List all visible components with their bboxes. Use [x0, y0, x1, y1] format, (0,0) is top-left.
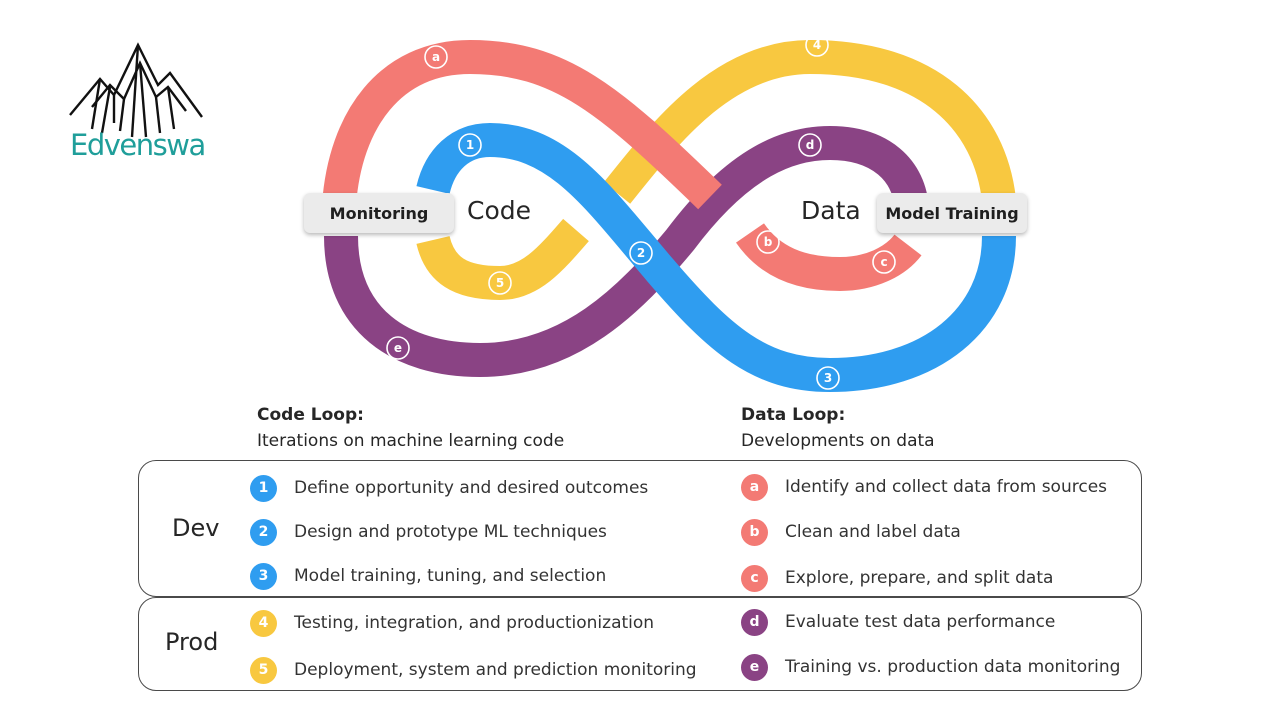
code-loop-heading: Code Loop: Iterations on machine learnin…: [257, 402, 564, 454]
yellow-inner-arc: [416, 218, 589, 301]
data-item-badge: e: [741, 653, 768, 681]
code-item-text: Design and prototype ML techniques: [294, 522, 607, 542]
data-loop-heading: Data Loop: Developments on data: [741, 402, 935, 454]
data-item: b Clean and label data: [741, 518, 961, 546]
data-item-badge: b: [741, 518, 768, 546]
data-item: a Identify and collect data from sources: [741, 473, 1107, 501]
prod-stage-box: [138, 597, 1142, 691]
data-loop-subtitle: Developments on data: [741, 431, 935, 451]
marker-4: 4: [813, 38, 821, 52]
marker-3: 3: [824, 371, 832, 385]
code-item-text: Define opportunity and desired outcomes: [294, 478, 649, 498]
data-item-badge: c: [741, 564, 768, 592]
data-item-badge: d: [741, 608, 768, 636]
marker-5: 5: [496, 276, 504, 290]
data-item: d Evaluate test data performance: [741, 608, 1055, 636]
code-item-badge: 5: [250, 656, 277, 684]
code-item: 2 Design and prototype ML techniques: [250, 518, 607, 546]
blue-code-arc: [416, 122, 1016, 393]
data-item-text: Evaluate test data performance: [785, 612, 1056, 632]
code-item-badge: 1: [250, 474, 277, 502]
marker-b: b: [764, 235, 773, 249]
marker-1: 1: [466, 138, 474, 152]
ml-lifecycle-infinity-diagram: a 1 d 4 b c 2 5 e 3: [322, 38, 1016, 393]
data-item: e Training vs. production data monitorin…: [741, 653, 1120, 681]
data-item-badge: a: [741, 473, 768, 501]
brand-name: Edvenswa: [70, 128, 206, 162]
code-item-badge: 3: [250, 562, 277, 590]
data-item: c Explore, prepare, and split data: [741, 564, 1053, 592]
data-item-text: Explore, prepare, and split data: [785, 568, 1054, 588]
code-word: Code: [467, 196, 532, 225]
marker-d: d: [806, 138, 815, 152]
code-item: 5 Deployment, system and prediction moni…: [250, 656, 697, 684]
dev-stage-box: [138, 460, 1142, 597]
code-item-badge: 4: [250, 609, 277, 637]
marker-2: 2: [637, 246, 645, 260]
coral-data-arc: [322, 39, 722, 210]
marker-a: a: [432, 50, 440, 64]
data-item-text: Training vs. production data monitoring: [785, 657, 1121, 677]
code-item-text: Model training, tuning, and selection: [294, 566, 607, 586]
code-item: 4 Testing, integration, and productioniz…: [250, 609, 654, 637]
code-loop-title: Code Loop:: [257, 405, 364, 425]
code-item: 1 Define opportunity and desired outcome…: [250, 474, 648, 502]
code-item-text: Testing, integration, and productionizat…: [294, 613, 655, 633]
monitoring-label: Monitoring: [304, 193, 454, 233]
code-item: 3 Model training, tuning, and selection: [250, 562, 606, 590]
data-loop-title: Data Loop:: [741, 405, 846, 425]
data-word: Data: [801, 196, 861, 225]
model-training-label: Model Training: [877, 193, 1027, 233]
code-item-text: Deployment, system and prediction monito…: [294, 660, 697, 680]
prod-label: Prod: [165, 628, 219, 656]
data-item-text: Clean and label data: [785, 522, 961, 542]
mountain-logo-icon: [69, 42, 203, 138]
code-loop-subtitle: Iterations on machine learning code: [257, 431, 565, 451]
dev-label: Dev: [172, 514, 220, 542]
marker-e: e: [394, 341, 402, 355]
data-item-text: Identify and collect data from sources: [785, 477, 1108, 497]
code-item-badge: 2: [250, 518, 277, 546]
marker-c: c: [880, 255, 887, 269]
